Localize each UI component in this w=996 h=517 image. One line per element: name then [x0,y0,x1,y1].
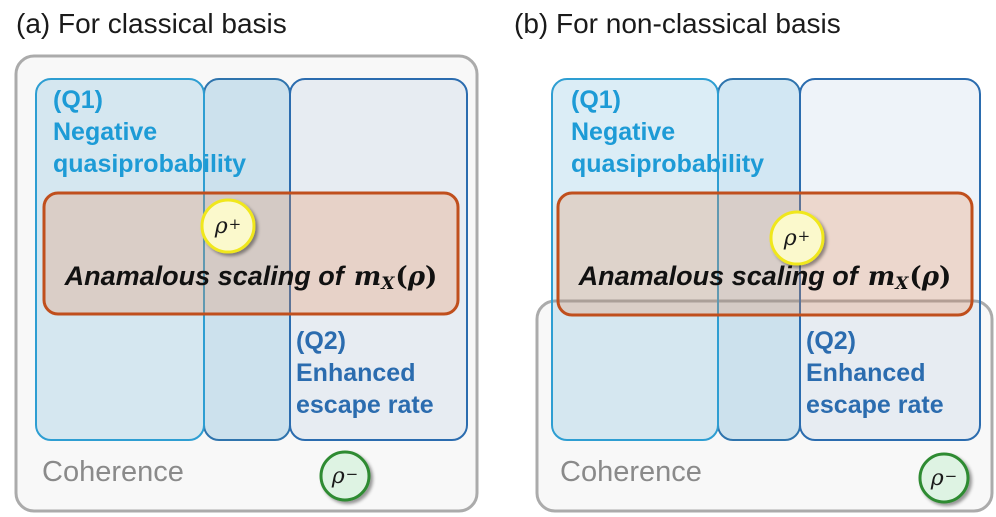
panel-b-title: (b) For non-classical basis [514,8,841,39]
q1-tag: (Q1) [571,86,621,114]
panel-b: (b) For non-classical basis (Q1) Negativ… [496,0,996,517]
rho-minus-sup: − [944,467,958,485]
math-var-m: m [353,262,382,292]
q2-label: (Q2) Enhanced escape rate [806,325,944,421]
q1-region [35,78,205,441]
q1-region [551,78,719,441]
coherence-region [535,299,994,513]
q1-line1: Negative [571,118,676,146]
anomalous-scaling-label: Anamalous scaling of mX(ρ) [44,261,458,294]
math-paren-close: ) [425,262,438,292]
math-var-rho: ρ [407,262,426,292]
q1-line2: quasiprobability [53,150,247,178]
anomalous-scaling-region [556,191,974,317]
q2-line1: Enhanced [806,359,926,387]
panel-a-title: (a) For classical basis [16,8,287,39]
anomalous-phrase: Anamalous scaling of [578,261,858,291]
rho-plus-symbol: ρ [214,213,228,239]
rho-minus-symbol: ρ [930,465,944,491]
rho-minus-marker [319,450,371,502]
rho-plus-sup: + [228,215,242,233]
coherence-label: Coherence [42,456,184,488]
math-var-m: m [867,262,896,292]
panel-a: (a) For classical basis (Q1) Negative qu… [14,8,479,513]
q2-label: (Q2) Enhanced escape rate [296,325,434,421]
rho-minus-label: ρ− [322,455,368,497]
rho-plus-marker [769,210,825,266]
math-paren-open: ( [909,262,922,292]
coherence-region [14,54,479,513]
math-paren-open: ( [395,262,408,292]
q2-line1: Enhanced [296,359,416,387]
rho-plus-label: ρ+ [203,203,253,249]
math-sub-x: X [895,274,909,294]
q2-line2: escape rate [296,391,434,419]
q2-line2: escape rate [806,391,944,419]
rho-minus-label: ρ− [921,457,967,499]
q1-tag: (Q1) [53,86,103,114]
anomalous-scaling-label: Anamalous scaling of mX(ρ) [558,261,972,294]
rho-minus-symbol: ρ [331,463,345,489]
math-var-rho: ρ [921,262,940,292]
rho-plus-symbol: ρ [783,225,797,251]
rho-minus-marker [918,452,970,504]
math-sub-x: X [381,274,395,294]
rho-plus-label: ρ+ [772,215,822,261]
q2-tag: (Q2) [806,327,856,355]
rho-plus-marker [200,198,256,254]
rho-plus-sup: + [797,227,811,245]
q1-line1: Negative [53,118,158,146]
q2-region [289,78,468,441]
panel-a-canvas [14,54,479,513]
math-paren-close: ) [939,262,952,292]
q1-line2: quasiprobability [571,150,765,178]
rho-minus-sup: − [345,465,359,483]
coherence-label: Coherence [560,456,702,488]
q1-label: (Q1) Negative quasiprobability [53,84,246,180]
anomalous-phrase: Anamalous scaling of [64,261,344,291]
q2-tag: (Q2) [296,327,346,355]
panel-b-canvas [535,78,994,513]
q1-label: (Q1) Negative quasiprobability [571,84,764,180]
anomalous-scaling-region [42,191,460,316]
